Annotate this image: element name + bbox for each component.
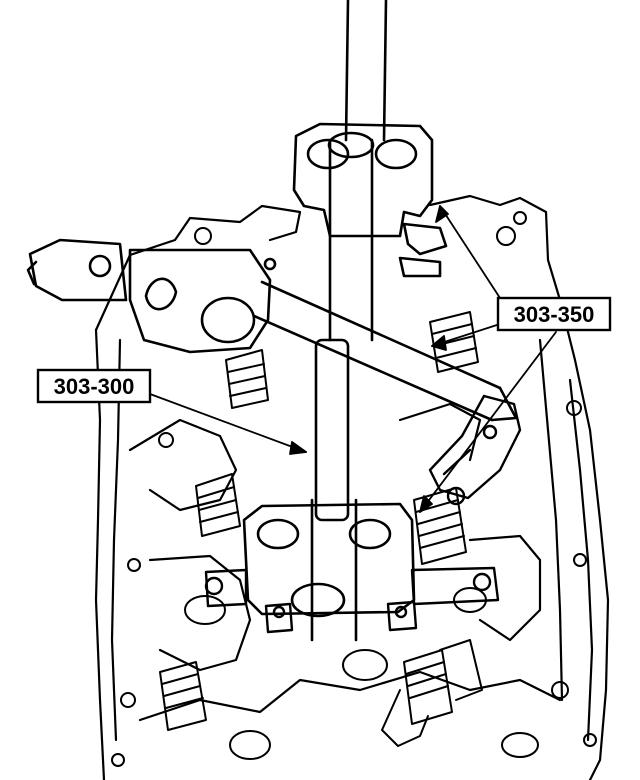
callout-303-350: 303-350: [496, 296, 612, 332]
base-cross-plate: [204, 566, 500, 608]
callout-303-350-box: [496, 296, 612, 332]
callout-303-350-label: 303-350: [514, 302, 595, 327]
valve-spring-right-upper: [429, 311, 479, 373]
leader-303-350-upper: [435, 205, 501, 299]
cylinder-head-holes: [111, 211, 597, 767]
valve-spring-left-upper: [225, 349, 269, 409]
retaining-bolt-right: [386, 600, 418, 632]
upper-bracket-plate: [292, 122, 448, 278]
callout-303-300-label: 303-300: [54, 374, 135, 399]
retaining-bolt-left: [264, 602, 294, 634]
leader-303-350-mid: [431, 323, 501, 351]
compressor-lever-jaw: [428, 394, 522, 506]
leader-303-350-lower: [419, 331, 557, 513]
callout-303-300-box: [36, 368, 152, 404]
compressor-lever-handle: [26, 238, 277, 354]
valve-spring-left-mid: [195, 473, 241, 537]
valve-spring-right-compressed: [413, 487, 467, 565]
callout-303-300: 303-300: [36, 368, 152, 404]
valve-spring-bottom-left: [159, 661, 207, 731]
cylinder-head-outline: [94, 194, 610, 780]
valve-spring-bottom-right: [381, 639, 483, 747]
leader-303-300: [149, 393, 307, 455]
lower-bracket-plate: [242, 502, 416, 618]
